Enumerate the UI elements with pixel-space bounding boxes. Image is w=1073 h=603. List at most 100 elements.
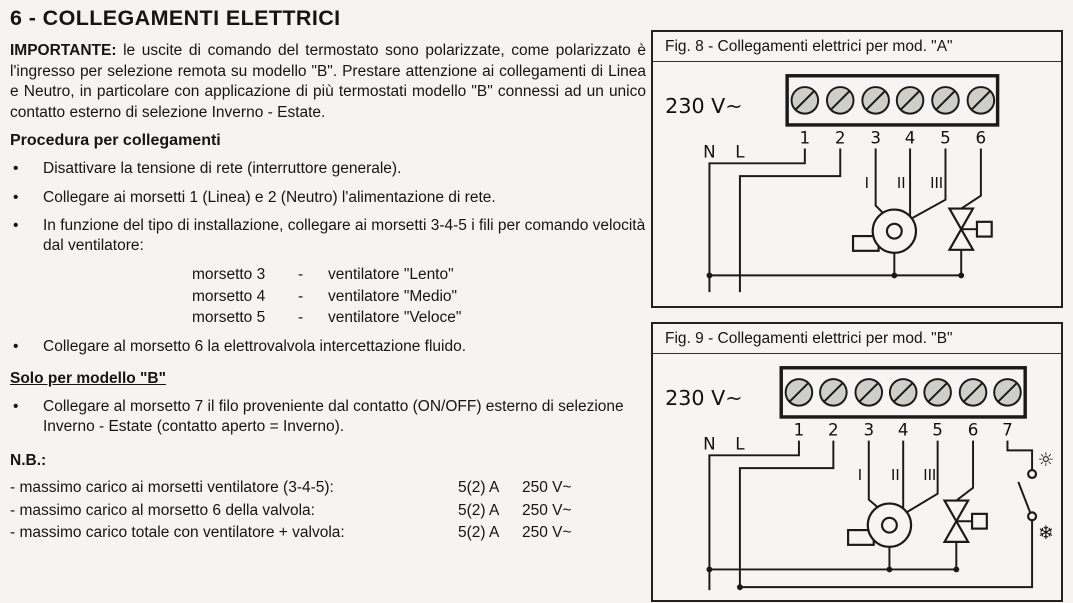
terminal-number: 3 bbox=[863, 420, 874, 440]
figure-9-title: Fig. 9 - Collegamenti elettrici per mod.… bbox=[653, 324, 1061, 354]
terminal-assignment-row: morsetto 4 - ventilatore "Medio" bbox=[192, 286, 646, 308]
speed-label-1: I bbox=[865, 175, 869, 192]
terminal-screw-icon bbox=[861, 86, 890, 115]
step-text: Collegare al morsetto 7 il filo provenie… bbox=[43, 398, 624, 436]
speed-label-3: III bbox=[923, 467, 936, 484]
neutral-label: N bbox=[703, 433, 716, 453]
terminal-screw-icon bbox=[790, 86, 820, 115]
terminal-block: 1 2 3 4 5 6 7 bbox=[779, 366, 1027, 440]
terminal-block: 1 2 3 4 5 6 bbox=[785, 74, 1000, 148]
figure-8-title: Fig. 8 - Collegamenti elettrici per mod.… bbox=[653, 32, 1061, 62]
dash: - bbox=[298, 287, 304, 305]
procedure-heading: Procedura per collegamenti bbox=[10, 132, 221, 150]
speed-label-2: II bbox=[891, 467, 900, 484]
bullet-marker: • bbox=[13, 216, 19, 234]
nb-row-valve: - massimo carico al morsetto 6 della val… bbox=[10, 500, 646, 522]
terminal-name: morsetto 3 bbox=[192, 266, 266, 283]
model-b-step: • Collegare al morsetto 7 il filo proven… bbox=[10, 397, 646, 437]
step-text: In funzione del tipo di installazione, c… bbox=[43, 216, 646, 254]
nb-voltage: 250 V~ bbox=[522, 524, 572, 542]
terminal-number: 1 bbox=[794, 420, 805, 440]
terminal-number: 5 bbox=[932, 420, 943, 440]
terminal-screw-icon bbox=[966, 86, 996, 115]
voltage-label: 230 V~ bbox=[665, 94, 742, 118]
terminal-number: 4 bbox=[898, 420, 909, 440]
terminal-number: 3 bbox=[870, 128, 881, 148]
important-label: IMPORTANTE: bbox=[10, 42, 117, 59]
step-text: Collegare al morsetto 6 la elettrovalvol… bbox=[43, 338, 467, 356]
terminal-screw-icon bbox=[993, 378, 1022, 407]
summer-sun-icon: ☼ bbox=[1037, 450, 1054, 471]
terminal-number: 6 bbox=[968, 420, 979, 440]
nb-voltage: 250 V~ bbox=[522, 501, 572, 519]
terminal-number: 1 bbox=[800, 128, 811, 148]
procedure-step-2: • Collegare ai morsetti 1 (Linea) e 2 (N… bbox=[10, 188, 646, 208]
bullet-marker: • bbox=[13, 160, 19, 178]
terminal-screw-icon bbox=[888, 378, 918, 407]
nb-label: - massimo carico al morsetto 6 della val… bbox=[10, 501, 315, 519]
step-text: Collegare ai morsetti 1 (Linea) e 2 (Neu… bbox=[43, 188, 496, 206]
important-note: IMPORTANTE: le uscite di comando del ter… bbox=[10, 41, 646, 123]
important-text: le uscite di comando del termostato sono… bbox=[10, 42, 646, 121]
solenoid-valve-icon bbox=[947, 207, 993, 251]
nb-voltage: 250 V~ bbox=[522, 479, 572, 497]
page-title: 6 - COLLEGAMENTI ELETTRICI bbox=[10, 6, 341, 30]
figure-9: Fig. 9 - Collegamenti elettrici per mod.… bbox=[651, 322, 1063, 602]
line-label: L bbox=[735, 433, 745, 453]
figure-9-diagram: 1 2 3 4 5 6 7 230 V~ N L I II III bbox=[665, 366, 1054, 591]
terminal-screw-icon bbox=[854, 378, 884, 407]
junction-dots bbox=[706, 272, 965, 279]
terminal-number: 6 bbox=[976, 128, 987, 148]
dash: - bbox=[298, 309, 304, 327]
bullet-marker: • bbox=[13, 338, 19, 356]
dash: - bbox=[298, 266, 304, 283]
neutral-label: N bbox=[703, 141, 716, 161]
speed-label-3: III bbox=[930, 175, 943, 192]
procedure-step-3: • In funzione del tipo di installazione,… bbox=[10, 216, 646, 256]
terminal-assignment-row: morsetto 5 - ventilatore "Veloce" bbox=[192, 307, 646, 329]
bullet-marker: • bbox=[13, 398, 19, 416]
text-column: 6 - COLLEGAMENTI ELETTRICI IMPORTANTE: l… bbox=[10, 4, 646, 545]
winter-snowflake-icon: ❄ bbox=[1038, 523, 1054, 544]
terminal-screw-icon bbox=[958, 378, 988, 407]
terminal-screw-icon bbox=[784, 378, 814, 407]
procedure-step-1: • Disattivare la tensione di rete (inter… bbox=[10, 159, 646, 179]
solenoid-valve-icon bbox=[942, 499, 988, 543]
speed-name: ventilatore "Veloce" bbox=[328, 309, 462, 327]
step-text: Disattivare la tensione di rete (interru… bbox=[43, 160, 402, 178]
bullet-marker: • bbox=[13, 188, 19, 206]
terminal-screw-icon bbox=[923, 378, 952, 407]
terminal-screw-icon bbox=[819, 378, 848, 407]
terminal-number: 5 bbox=[940, 128, 951, 148]
nb-row-fan: - massimo carico ai morsetti ventilatore… bbox=[10, 477, 646, 499]
wiring bbox=[708, 148, 982, 293]
terminal-screw-icon bbox=[825, 86, 855, 115]
fan-motor-icon bbox=[847, 502, 913, 548]
terminal-number: 7 bbox=[1002, 420, 1013, 440]
procedure-step-4: • Collegare al morsetto 6 la elettrovalv… bbox=[10, 337, 646, 357]
terminal-number: 2 bbox=[828, 420, 839, 440]
terminal-number: 4 bbox=[905, 128, 916, 148]
speed-name: ventilatore "Lento" bbox=[328, 266, 454, 283]
terminal-name: morsetto 4 bbox=[192, 287, 266, 305]
speed-label-2: II bbox=[897, 175, 906, 192]
voltage-label: 230 V~ bbox=[665, 386, 742, 410]
speed-name: ventilatore "Medio" bbox=[328, 287, 458, 305]
terminal-name: morsetto 5 bbox=[192, 309, 266, 327]
model-b-heading: Solo per modello "B" bbox=[10, 370, 166, 388]
nb-label: - massimo carico ai morsetti ventilatore… bbox=[10, 479, 334, 497]
figure-8: Fig. 8 - Collegamenti elettrici per mod.… bbox=[651, 30, 1063, 308]
terminal-screw-icon bbox=[895, 86, 925, 115]
line-label: L bbox=[735, 141, 745, 161]
terminal-number: 2 bbox=[835, 128, 846, 148]
junction-dots bbox=[706, 566, 960, 591]
terminal-assignments: morsetto 3 - ventilatore "Lento" morsett… bbox=[192, 264, 646, 329]
nb-heading: N.B.: bbox=[10, 452, 47, 470]
nb-current: 5(2) A bbox=[458, 524, 500, 542]
nb-label: - massimo carico totale con ventilatore … bbox=[10, 524, 345, 542]
speed-label-1: I bbox=[858, 467, 862, 484]
terminal-assignment-row: morsetto 3 - ventilatore "Lento" bbox=[192, 264, 646, 286]
fan-motor-icon bbox=[851, 208, 918, 254]
figure-8-diagram: 1 2 3 4 5 6 230 V~ N L I II III bbox=[665, 74, 1000, 293]
